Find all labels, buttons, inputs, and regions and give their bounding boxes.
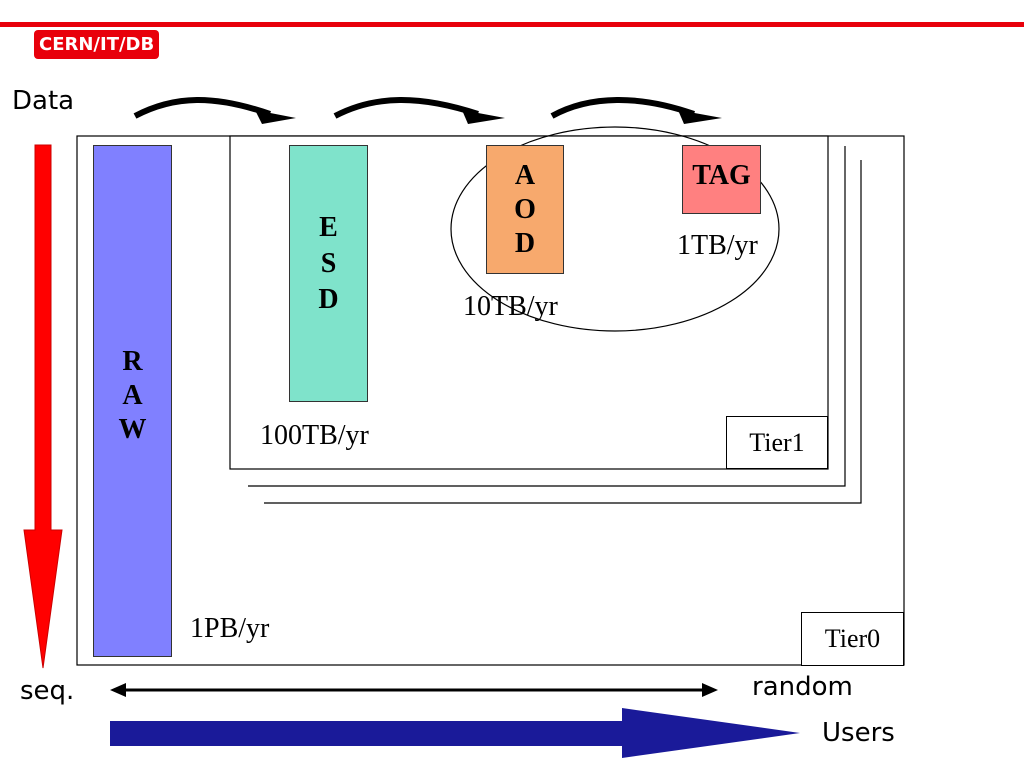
flow-arrow-aod-tag xyxy=(550,97,722,124)
aod-store: A O D xyxy=(486,145,564,274)
data-seq-arrow xyxy=(23,144,63,669)
raw-letter: R xyxy=(122,346,143,377)
flow-arrow-esd-aod xyxy=(333,97,505,124)
users-axis-label: Users xyxy=(822,718,895,748)
flow-arrow-raw-esd xyxy=(133,97,296,124)
esd-store: E S D xyxy=(289,145,368,402)
tier0-label: Tier0 xyxy=(801,612,904,666)
esd-rate: 100TB/yr xyxy=(260,420,369,451)
aod-letter: O xyxy=(514,193,536,225)
data-axis-label: Data xyxy=(12,86,75,116)
org-badge: CERN/IT/DB xyxy=(34,30,160,59)
tag-store: TAG xyxy=(682,145,761,214)
tier1-label: Tier1 xyxy=(726,416,828,469)
seq-axis-label: seq. xyxy=(20,676,75,706)
users-arrow xyxy=(110,708,800,758)
tag-label: TAG xyxy=(692,159,751,191)
esd-letter: E xyxy=(319,211,338,243)
aod-letter: D xyxy=(514,227,536,259)
tag-rate: 1TB/yr xyxy=(677,230,758,261)
random-axis-label: random xyxy=(752,672,853,702)
top-rule xyxy=(0,22,1024,27)
aod-letter: A xyxy=(514,159,536,191)
esd-letter: S xyxy=(320,247,337,279)
tier1-stack-outline-3 xyxy=(264,160,862,504)
tier1-stack-outline-2 xyxy=(248,146,846,487)
raw-store: R A W xyxy=(93,145,172,657)
aod-rate: 10TB/yr xyxy=(463,291,558,322)
raw-rate: 1PB/yr xyxy=(190,613,270,644)
aod-tag-highlight-ellipse xyxy=(450,126,780,332)
esd-letter: D xyxy=(318,283,339,315)
raw-letter: A xyxy=(122,380,143,411)
raw-letter: W xyxy=(118,414,147,445)
